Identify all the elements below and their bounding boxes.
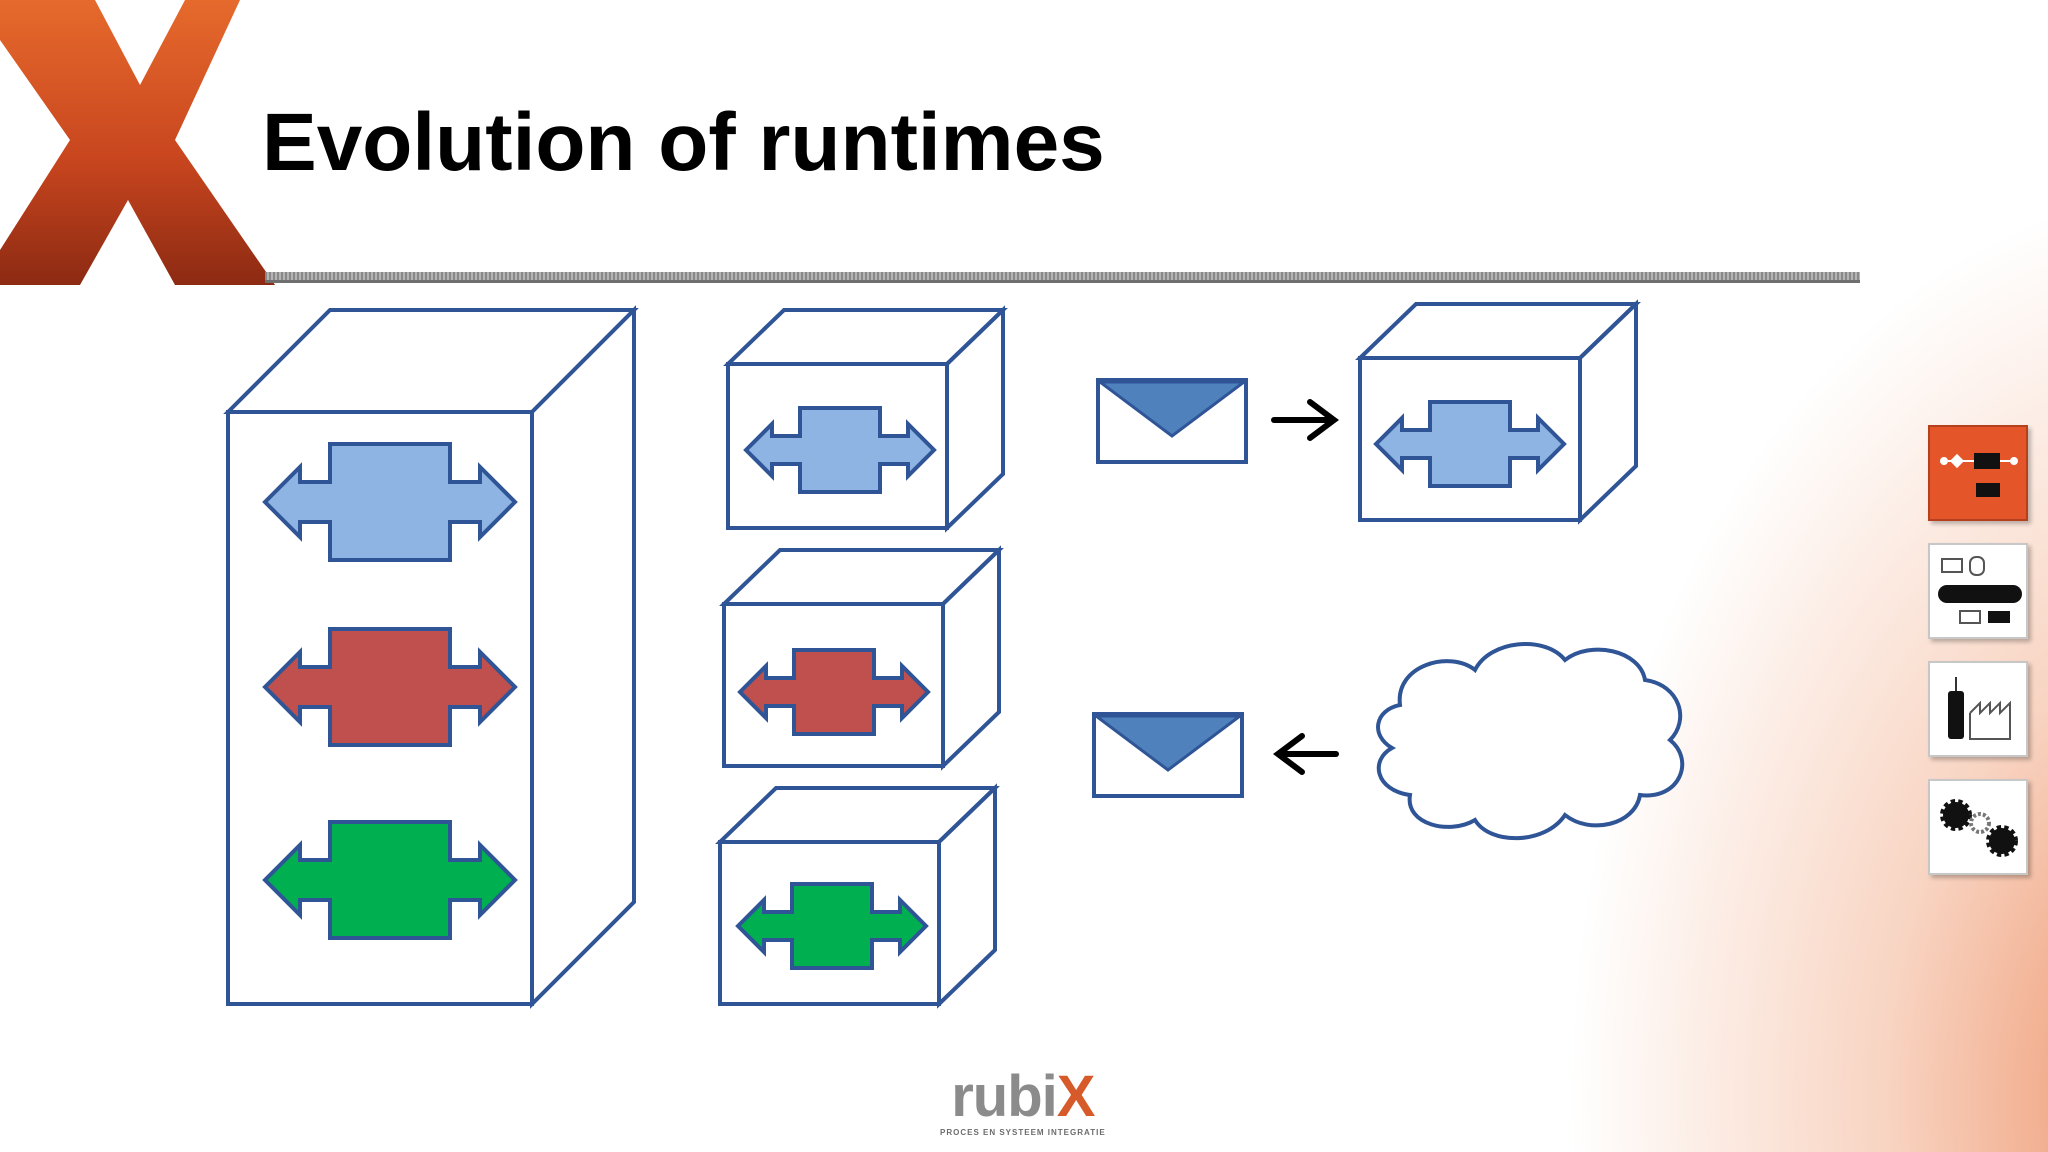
footer-brand-name: rubiX: [940, 1068, 1106, 1126]
footer-brand-suffix: X: [1056, 1064, 1096, 1129]
arrow-right-icon: [1271, 399, 1339, 441]
title-divider: [265, 272, 1860, 283]
gears-icon: [1940, 799, 2018, 857]
footer-brand-prefix: rubi: [951, 1064, 1058, 1129]
footer-brand-logo: rubiX PROCES EN SYSTEEM INTEGRATIE: [940, 1068, 1106, 1138]
cloud-icon: [1376, 642, 1685, 841]
process-flow-icon: [1940, 453, 2018, 497]
side-nav-gears[interactable]: [1928, 779, 2028, 875]
brand-x-logo: [0, 0, 275, 285]
factory-icon: [1948, 677, 2011, 740]
page-title: Evolution of runtimes: [262, 97, 1105, 188]
system-integration-icon: [1938, 556, 2022, 624]
envelope-icon: [1095, 378, 1249, 464]
arrow-left-icon: [1273, 733, 1339, 775]
side-navigation: [1928, 425, 2028, 897]
envelope-icon: [1091, 712, 1245, 798]
side-nav-process-flow[interactable]: [1928, 425, 2028, 521]
side-nav-system-integration[interactable]: [1928, 543, 2028, 639]
side-nav-factory[interactable]: [1928, 661, 2028, 757]
footer-tagline: PROCES EN SYSTEEM INTEGRATIE: [940, 1128, 1106, 1137]
